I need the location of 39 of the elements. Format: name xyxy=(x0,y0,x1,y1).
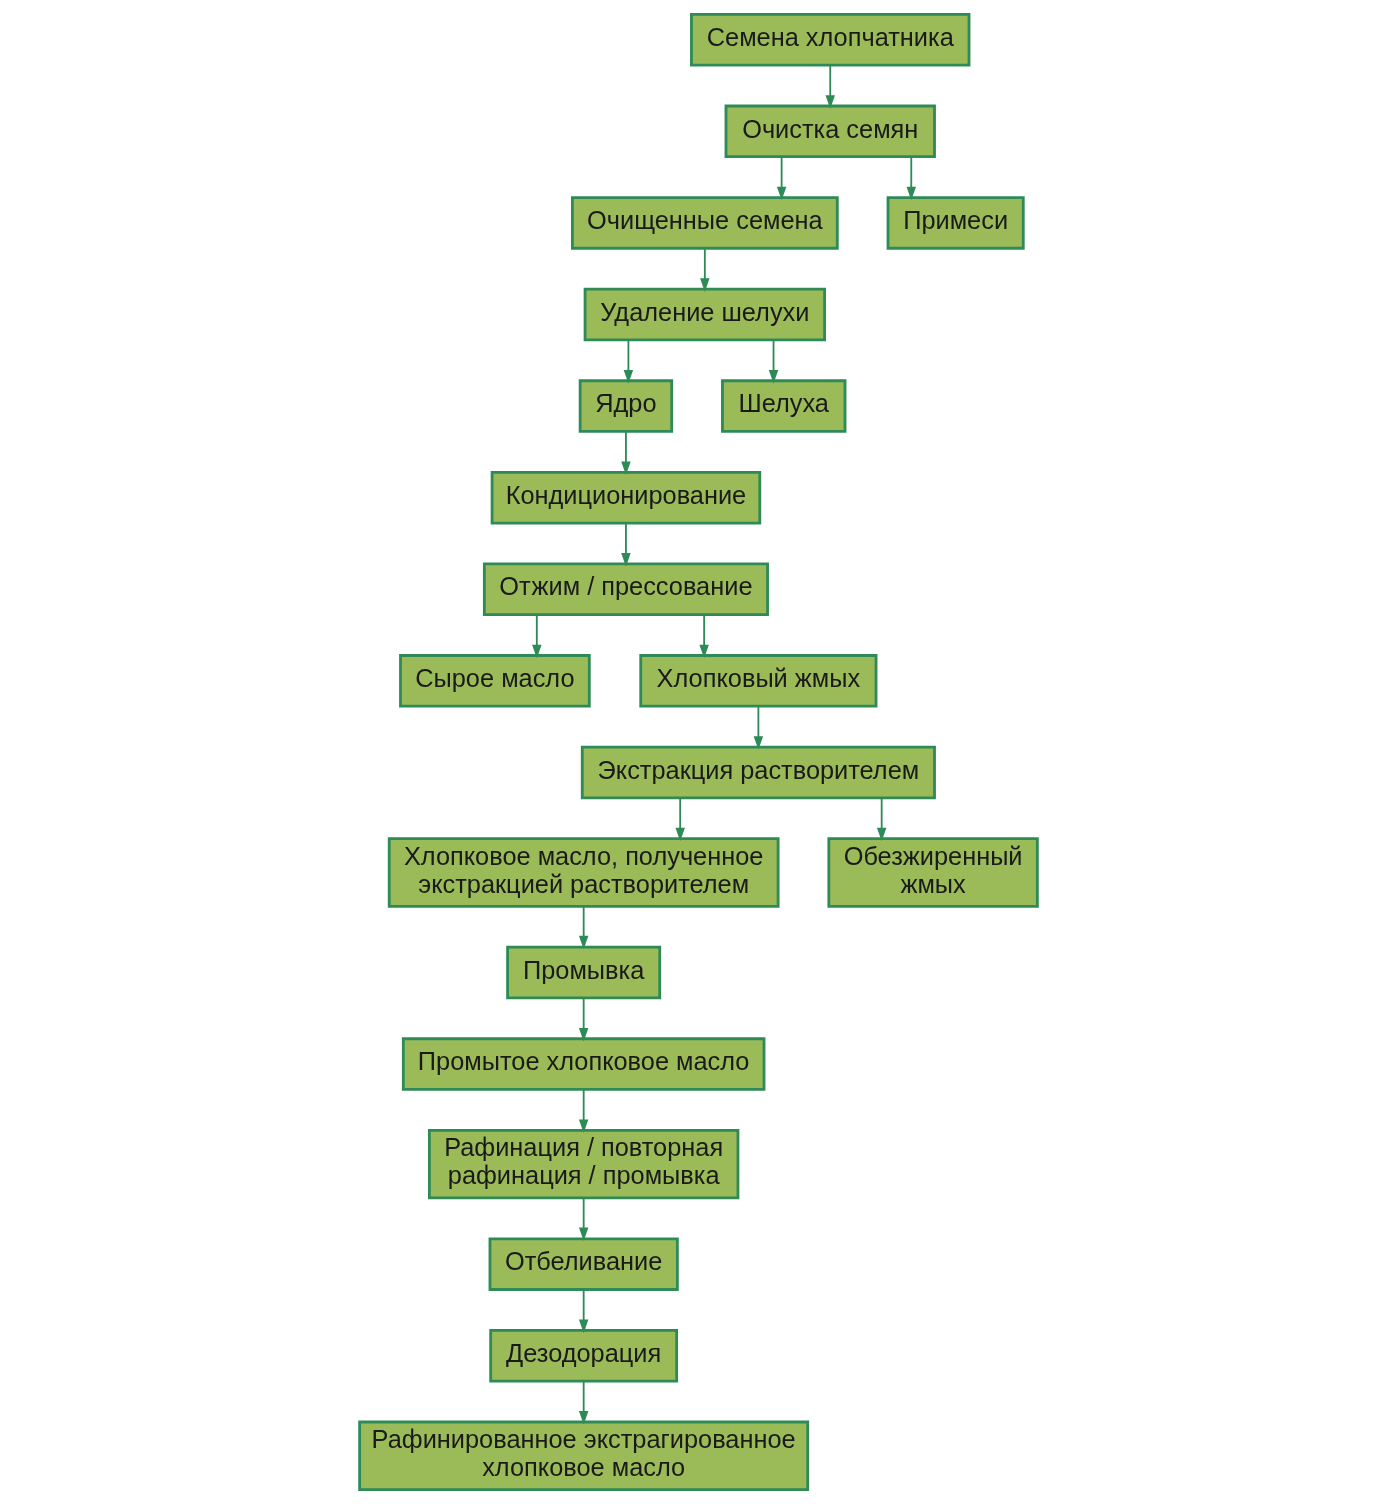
arrow xyxy=(623,339,634,384)
arrow xyxy=(578,1197,589,1241)
node-box: Обезжиренный жмых xyxy=(827,837,1039,908)
node-box: Сырое масло xyxy=(399,654,591,708)
node-box: Промытое хлопковое масло xyxy=(401,1037,766,1091)
node-box: Ядро xyxy=(578,379,674,433)
node-box: Рафинация / повторная рафинация / промывка xyxy=(427,1128,740,1200)
node-box: Рафинированное экстрагированное хлопковое масло xyxy=(358,1420,810,1491)
arrow xyxy=(578,997,589,1042)
arrow xyxy=(578,1288,589,1334)
node-box: Примеси xyxy=(886,196,1025,250)
arrow xyxy=(675,797,685,842)
node-box: Хлопковый жмых xyxy=(639,654,878,708)
node-box: Хлопковое масло, полученное экстракцией растворителем xyxy=(387,837,780,908)
node-box: Кондиционирование xyxy=(490,470,762,525)
arrow xyxy=(532,613,542,659)
arrow xyxy=(578,905,589,950)
node-box: Экстракция растворителем xyxy=(580,745,936,800)
node-box: Очищенные семена xyxy=(571,196,839,250)
arrow xyxy=(876,797,887,842)
node-box: Шелуха xyxy=(721,379,847,433)
node-box: Удаление шелухи xyxy=(583,287,826,342)
node-box: Отбеливание xyxy=(488,1237,679,1291)
arrow xyxy=(699,613,709,659)
arrow xyxy=(621,430,631,476)
node-box: Очистка семян xyxy=(724,104,936,159)
node-box: Отжим / прессование xyxy=(482,562,769,617)
arrow xyxy=(753,705,764,750)
arrow xyxy=(906,155,916,201)
arrow xyxy=(700,247,710,292)
arrow xyxy=(578,1088,589,1133)
node-box: Семена хлопчатника xyxy=(690,13,971,67)
arrow xyxy=(578,1380,589,1425)
arrow xyxy=(768,339,779,384)
node-box: Промывка xyxy=(506,945,662,1000)
arrow xyxy=(825,64,835,109)
arrow xyxy=(621,522,631,567)
node-box: Дезодорация xyxy=(489,1329,679,1383)
arrow xyxy=(776,155,787,201)
